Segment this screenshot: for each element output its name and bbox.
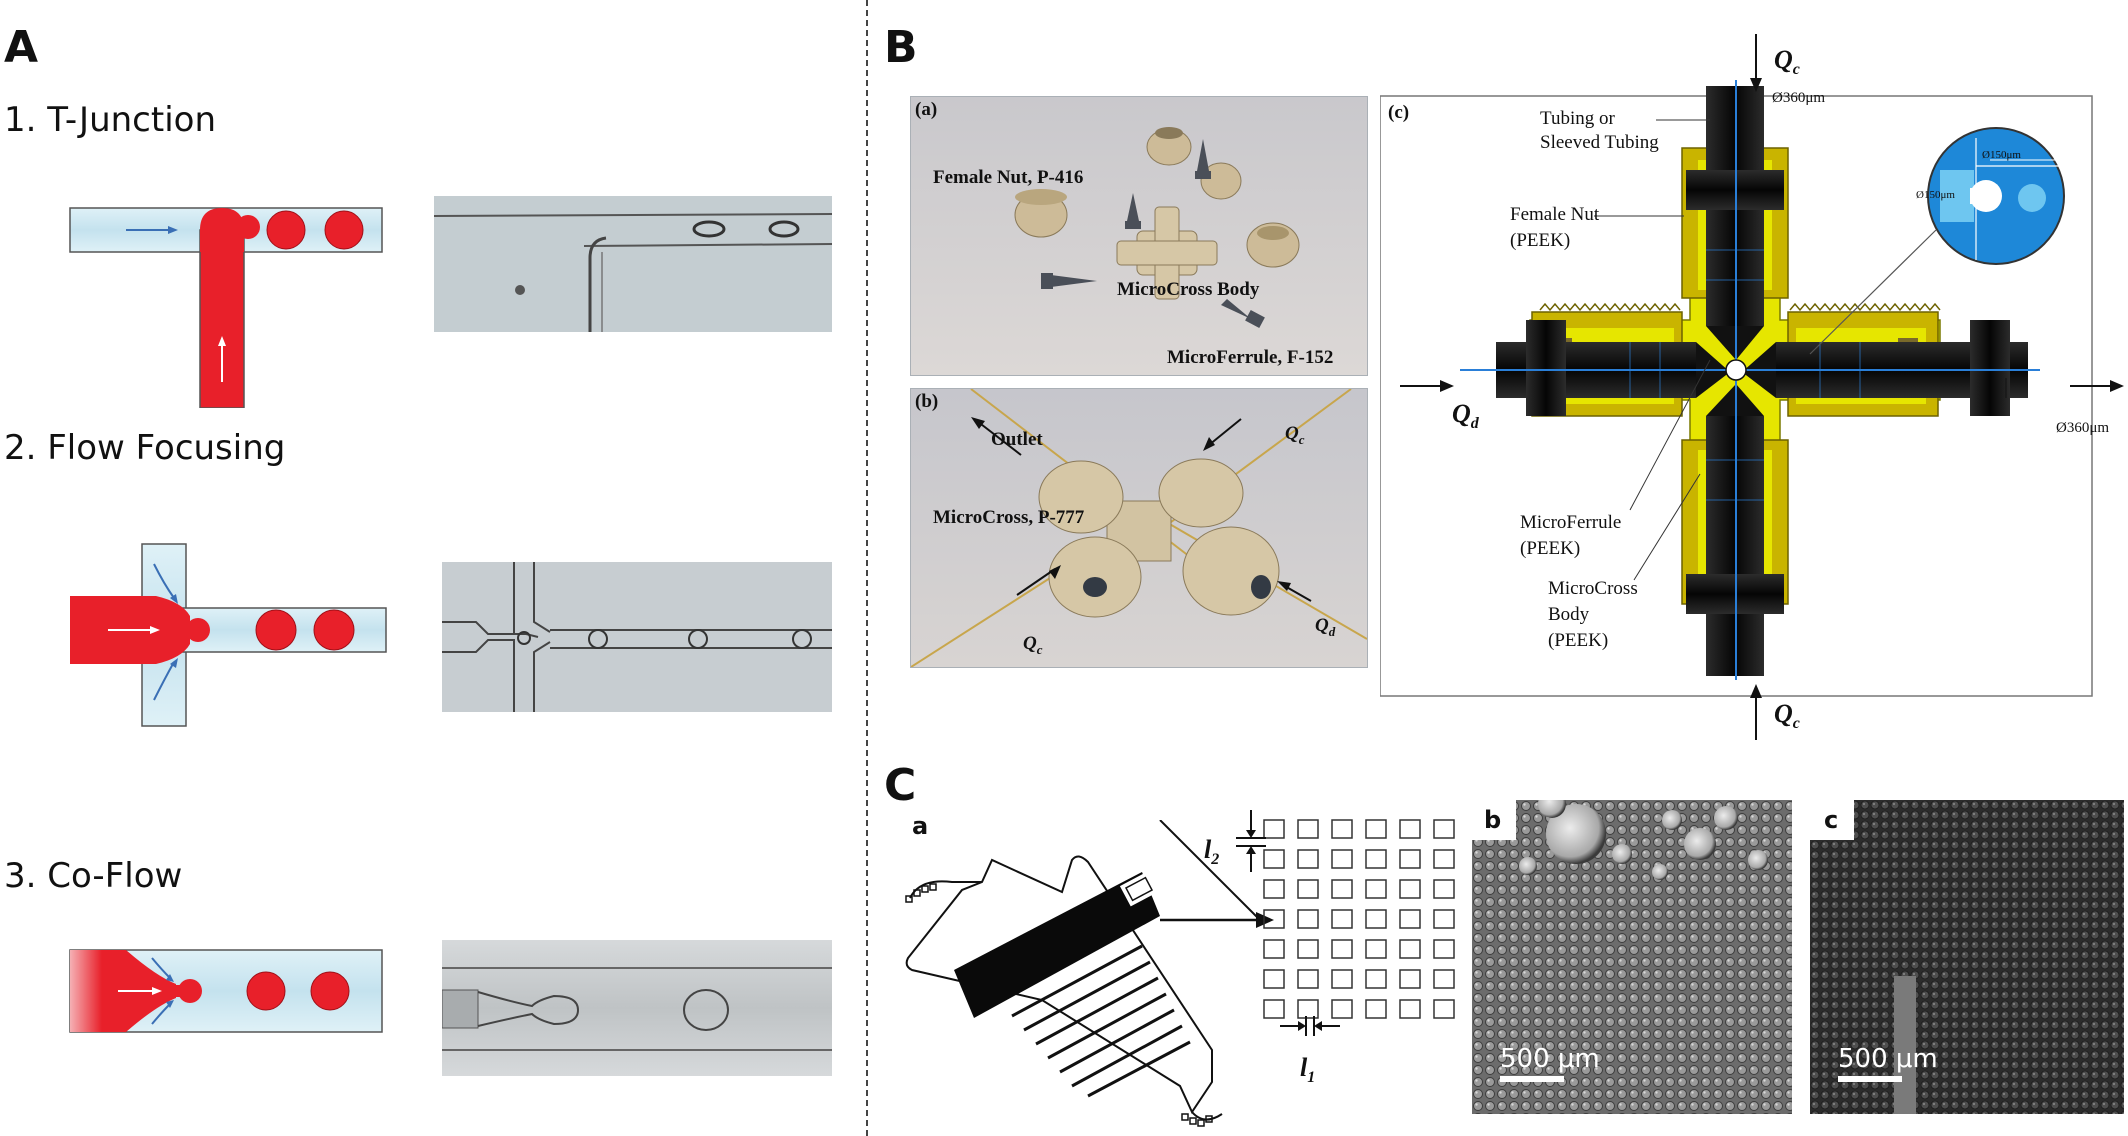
scale-bar-c: 500 μm [1838,1044,1938,1074]
label-qd-photo: Qd [1315,615,1336,639]
label-tubing: Tubing or [1540,108,1615,129]
label-l1: l1 [1300,1053,1315,1086]
pillar-square [1331,879,1353,899]
pillar-square [1399,909,1421,929]
inset-diameter-1: Ø150μm [1982,149,2021,161]
pillar-square [1331,819,1353,839]
pillar-square [1331,999,1353,1019]
pillar-square [1433,879,1455,899]
pillar-square [1399,939,1421,959]
pillar-square [1399,969,1421,989]
pillar-square [1365,819,1387,839]
panel-letter-a: A [4,22,39,73]
pillar-square [1365,999,1387,1019]
inset-diameter-2: Ø150μm [1916,189,1955,201]
pillar-square [1365,849,1387,869]
label-peek-1: (PEEK) [1510,230,1570,251]
label-qd: Qd [1452,399,1480,432]
label-female-nut-schematic: Female Nut [1510,204,1600,225]
pillar-square [1263,909,1285,929]
label-diameter-top: Ø360μm [1772,90,1825,106]
pillar-square [1365,909,1387,929]
micrograph-c: c 500 μm [1810,800,2124,1114]
label-l2: l2 [1204,835,1219,868]
pillar-square [1263,849,1285,869]
label-microcross-schematic: MicroCross [1548,578,1638,599]
label-peek-2: (PEEK) [1520,538,1580,559]
photo-b-label: (b) [915,391,939,412]
pillar-square [1297,849,1319,869]
pillar-square [1365,879,1387,899]
schematic-label: (c) [1388,102,1409,123]
pillar-square [1331,849,1353,869]
panel-letter-c: C [884,760,917,811]
section-title-co-flow: 3. Co-Flow [4,856,183,896]
pillar-square [1365,969,1387,989]
sublabel-c-a: a [912,812,929,840]
microcross-schematic: (c) Ø150μm Ø150μm [1380,34,2124,740]
pillar-square [1433,849,1455,869]
flow-focusing-photo [442,562,832,712]
pillar-square [1331,939,1353,959]
pillar-square [1433,939,1455,959]
label-diameter-right: Ø360μm [2056,420,2109,436]
pillar-square [1263,999,1285,1019]
pillar-square [1399,849,1421,869]
micrograph-b: b 500 μm [1472,800,1792,1114]
pillar-square [1399,999,1421,1019]
t-junction-schematic [69,207,383,408]
co-flow-schematic [69,949,383,1033]
pillar-square [1297,999,1319,1019]
panel-letter-b: B [884,22,918,73]
pillar-square [1399,819,1421,839]
pillar-square [1433,909,1455,929]
label-body: Body [1548,604,1590,625]
photo-a-components: (a) Female Nut, P-416 MicroCross Body Mi… [910,96,1368,376]
label-microcross-body: MicroCross Body [1117,279,1260,300]
label-qc-photo-bottom: Qc [1023,633,1043,657]
pillar-square [1297,939,1319,959]
label-qc-photo-top: Qc [1285,423,1305,447]
section-title-t-junction: 1. T-Junction [4,100,217,140]
pillar-square [1433,819,1455,839]
device-schematic [905,820,1274,1127]
label-qc-bottom: Qc [1774,699,1800,732]
pillar-square [1297,879,1319,899]
sublabel-c-c: c [1824,806,1839,834]
pillar-square [1297,819,1319,839]
pillar-square [1365,939,1387,959]
label-microcross: MicroCross, P-777 [933,507,1085,528]
panel-divider [866,0,868,1136]
pillar-square [1297,909,1319,929]
label-qc-top: Qc [1774,45,1800,78]
photo-a-label: (a) [915,99,938,120]
label-microferrule-schematic: MicroFerrule [1520,512,1621,533]
label-microferrule: MicroFerrule, F-152 [1167,347,1334,368]
co-flow-photo [442,940,832,1076]
pillar-square [1263,969,1285,989]
label-female-nut: Female Nut, P-416 [933,167,1084,188]
label-peek-3: (PEEK) [1548,630,1608,651]
label-outlet: Outlet [991,429,1043,450]
scale-bar-b: 500 μm [1500,1044,1600,1074]
pillar-square [1331,909,1353,929]
pillar-square [1263,819,1285,839]
pillar-square [1263,879,1285,899]
pillar-square [1433,969,1455,989]
pillar-square [1331,969,1353,989]
section-title-flow-focusing: 2. Flow Focusing [4,428,286,468]
pillar-grid: l2 l1 [1204,810,1455,1086]
pillar-square [1433,999,1455,1019]
pillar-square [1263,939,1285,959]
pillar-square [1297,969,1319,989]
t-junction-photo [434,196,832,332]
label-sleeved-tubing: Sleeved Tubing [1540,132,1659,153]
flow-focusing-schematic [70,543,387,727]
pillar-square [1399,879,1421,899]
photo-b-assembled: (b) Outlet MicroCross, P-777 Qc Qc Qd [910,388,1368,668]
sublabel-c-b: b [1484,806,1502,834]
